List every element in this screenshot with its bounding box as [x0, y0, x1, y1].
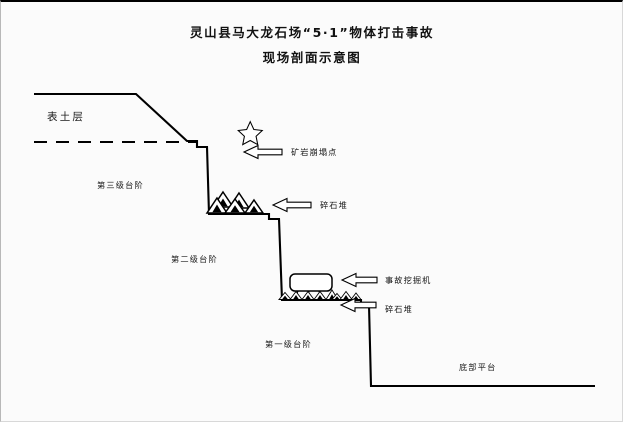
rubble-upper-label: 碎石堆 — [320, 200, 348, 210]
excavator-arrow-icon — [340, 272, 378, 288]
collapse-point-label: 矿岩崩塌点 — [291, 147, 337, 157]
rubble-lower-label: 碎石堆 — [385, 304, 413, 314]
rubble-upper-arrow-icon — [271, 197, 312, 213]
bench-2-label: 第二级台阶 — [171, 254, 218, 264]
collapse-point-arrow-icon — [242, 144, 283, 160]
rubble-pile-upper-icon — [205, 190, 265, 214]
bench-1-label: 第一级台阶 — [265, 339, 312, 349]
collapse-point-star-icon — [237, 120, 264, 146]
terrain-profile-line — [34, 92, 595, 388]
rubble-lower-arrow-icon — [339, 297, 377, 313]
diagram-title-line-2: 现场剖面示意图 — [263, 50, 362, 65]
bottom-platform-label: 底部平台 — [459, 362, 497, 372]
bench-3-label: 第三级台阶 — [97, 180, 144, 190]
excavator-label: 事故挖掘机 — [385, 275, 431, 285]
rubble-pile-lower-icon — [278, 289, 362, 300]
diagram-title-line-1: 灵山县马大龙石场“5·1”物体打击事故 — [190, 25, 434, 40]
topsoil-layer-label: 表土层 — [47, 110, 85, 123]
